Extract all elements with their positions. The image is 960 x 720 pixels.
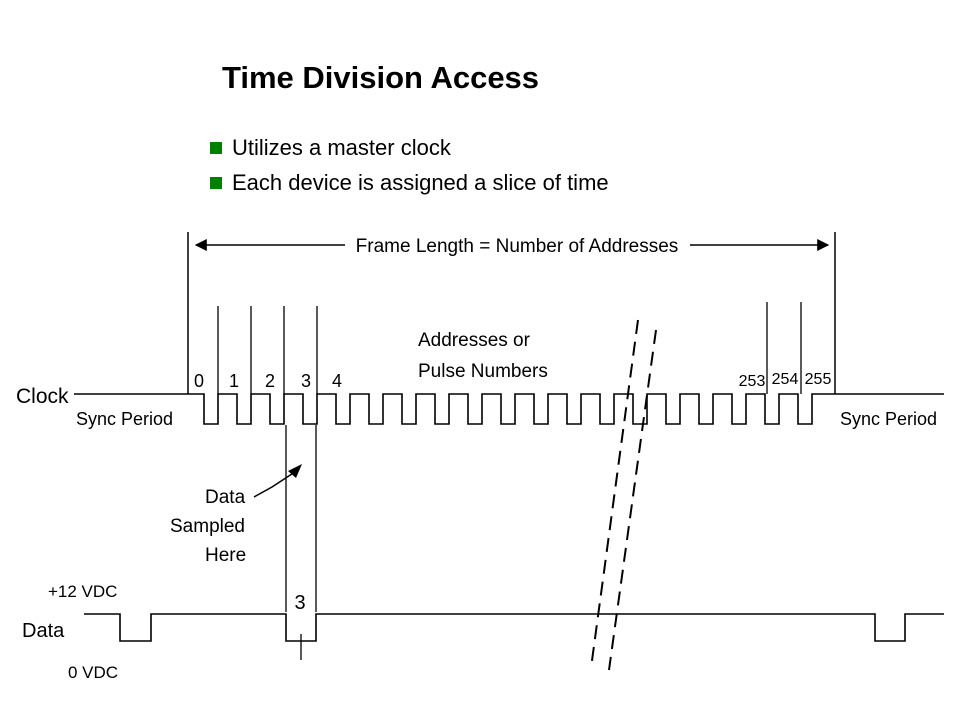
data-sampled-label: Here (205, 545, 246, 566)
sync-period-right-label: Sync Period (840, 409, 937, 429)
clock-waveform (74, 393, 944, 425)
pulse-number: 0 (194, 371, 204, 391)
pulse-number: 255 (805, 371, 832, 388)
data-sampled-label: Data (205, 487, 246, 508)
pulse-number: 2 (265, 371, 275, 391)
data-waveform (84, 613, 944, 642)
addresses-label-line2: Pulse Numbers (418, 361, 548, 382)
bullet-square-icon (210, 141, 222, 154)
voltage-low-label: 0 VDC (68, 663, 118, 682)
pulse-number: 254 (772, 371, 799, 388)
voltage-high-label: +12 VDC (48, 582, 117, 601)
pulse-number: 1 (229, 371, 239, 391)
callout-arrow (253, 469, 299, 498)
data-marker-number: 3 (294, 592, 305, 614)
break-mark (590, 319, 639, 669)
pulse-number: 253 (739, 373, 766, 390)
frame-length-label: Frame Length = Number of Addresses (356, 236, 679, 257)
bullet-list: Utilizes a master clock Each device is a… (210, 130, 609, 200)
bullet-item: Each device is assigned a slice of time (210, 165, 609, 200)
break-mark (608, 329, 657, 671)
slide-title: Time Division Access (222, 60, 540, 95)
sync-period-left-label: Sync Period (76, 409, 173, 429)
clock-label: Clock (16, 385, 69, 408)
addresses-label-line1: Addresses or (418, 330, 531, 351)
callout-arrowhead (288, 464, 302, 478)
bullet-square-icon (210, 176, 222, 189)
pulse-number: 3 (301, 371, 311, 391)
bullet-text: Utilizes a master clock (232, 135, 451, 160)
data-sampled-label: Sampled (170, 516, 245, 537)
bullet-item: Utilizes a master clock (210, 130, 609, 165)
pulse-number: 4 (332, 371, 342, 391)
data-label: Data (22, 620, 65, 642)
bullet-text: Each device is assigned a slice of time (232, 170, 609, 195)
